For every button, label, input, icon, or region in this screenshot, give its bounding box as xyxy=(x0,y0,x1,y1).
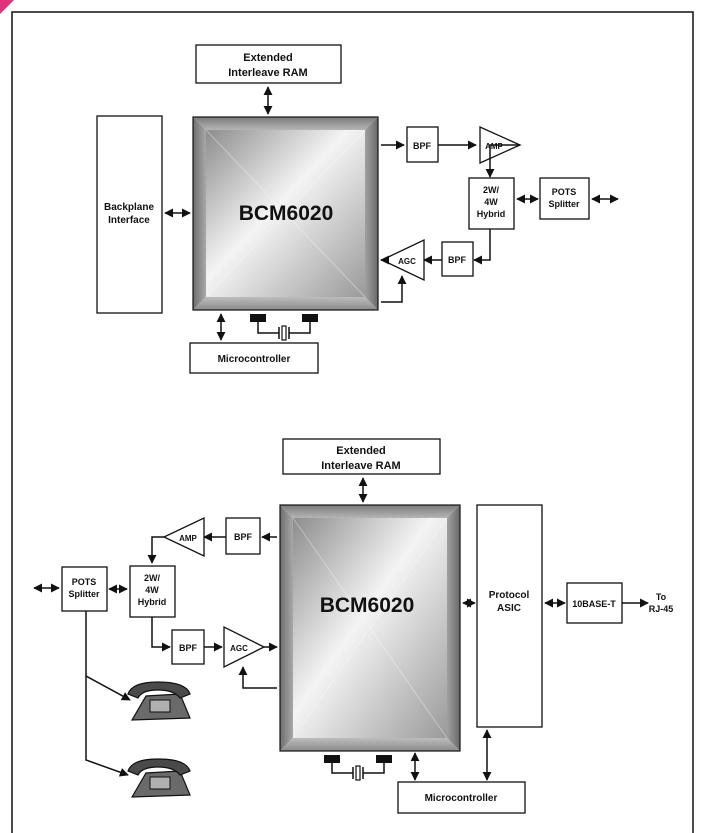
bottom-amp-label: AMP xyxy=(179,534,197,543)
bottom-agc-label: AGC xyxy=(230,644,248,653)
top-pots-label-2: Splitter xyxy=(548,199,580,209)
top-micro-label: Microcontroller xyxy=(218,354,291,365)
bottom-protocol-label-2: ASIC xyxy=(497,603,521,614)
top-diagram: Extended Interleave RAM BCM6020 Backplan… xyxy=(96,44,619,374)
bottom-hybrid-label-2: 4W xyxy=(145,585,159,595)
bottom-hybrid-label-1: 2W/ xyxy=(144,573,161,583)
top-tx-arrow-3 xyxy=(485,144,520,178)
top-ram-box xyxy=(195,44,342,84)
bottom-hybrid-label-3: Hybrid xyxy=(138,597,167,607)
bottom-pots-box xyxy=(61,566,108,612)
bottom-pots-label-1: POTS xyxy=(72,577,97,587)
top-agc-label: AGC xyxy=(398,257,416,266)
page-frame xyxy=(11,11,694,833)
top-backplane-box xyxy=(96,115,163,314)
bottom-protocol-box xyxy=(476,504,543,728)
top-amp-label: AMP xyxy=(485,142,503,151)
top-crystal xyxy=(250,314,318,341)
bottom-phone-line-2 xyxy=(85,676,129,777)
top-agc-control-arrow xyxy=(381,275,407,303)
bottom-diagram: Extended Interleave RAM BCM6020 BPF AMP … xyxy=(33,438,674,814)
bottom-ram-label-1: Extended xyxy=(336,445,386,457)
bottom-agc-control-arrow xyxy=(238,666,277,689)
top-chip: BCM6020 xyxy=(192,116,379,311)
top-hybrid-label-3: Hybrid xyxy=(477,209,506,219)
top-hybrid-box xyxy=(468,177,515,230)
bottom-bpf-tx-label: BPF xyxy=(234,532,253,542)
top-ram-label-2: Interleave RAM xyxy=(228,67,307,79)
top-bpf-tx-box xyxy=(406,126,439,163)
top-backplane-label-2: Interface xyxy=(108,215,150,226)
telephone-icon xyxy=(127,758,191,798)
bottom-crystal xyxy=(324,755,392,781)
bottom-ram-label-2: Interleave RAM xyxy=(321,460,400,472)
top-backplane-label-1: Backplane xyxy=(104,202,154,213)
bottom-protocol-label-1: Protocol xyxy=(489,590,530,601)
bottom-output-label-2: RJ-45 xyxy=(649,604,674,614)
bottom-tx-arrow-3 xyxy=(147,536,164,564)
telephone-icon xyxy=(127,681,191,721)
bottom-micro-label: Microcontroller xyxy=(425,793,498,804)
corner-mark xyxy=(0,0,14,14)
top-agc-shape xyxy=(380,238,425,282)
bottom-output-label-1: To xyxy=(656,592,667,602)
top-ram-label-1: Extended xyxy=(243,52,293,64)
top-micro-box xyxy=(189,342,319,374)
top-bpf-rx-label: BPF xyxy=(448,255,467,265)
bottom-ethernet-box xyxy=(566,582,623,624)
bottom-bpf-tx-box xyxy=(225,517,261,555)
top-pots-label-1: POTS xyxy=(552,187,577,197)
bottom-rx-arrow-1 xyxy=(151,617,171,652)
bottom-micro-box xyxy=(397,781,526,814)
top-bpf-tx-label: BPF xyxy=(413,141,432,151)
top-hybrid-label-1: 2W/ xyxy=(483,185,500,195)
top-hybrid-label-2: 4W xyxy=(484,197,498,207)
bottom-ram-box xyxy=(282,438,441,475)
bottom-pots-label-2: Splitter xyxy=(68,589,100,599)
bottom-chip: BCM6020 xyxy=(279,504,461,752)
bottom-agc-shape xyxy=(223,625,266,669)
bottom-ethernet-label: 10BASE-T xyxy=(572,599,616,609)
bottom-amp-shape xyxy=(162,516,205,558)
top-pots-box xyxy=(539,177,590,220)
top-chip-label: BCM6020 xyxy=(239,202,334,225)
top-rx-arrow-1 xyxy=(473,229,491,265)
top-bpf-rx-box xyxy=(441,241,474,277)
bottom-bpf-rx-label: BPF xyxy=(179,643,198,653)
bottom-chip-label: BCM6020 xyxy=(320,594,415,617)
bottom-phone-line-1 xyxy=(85,611,131,701)
bottom-bpf-rx-box xyxy=(171,629,205,665)
